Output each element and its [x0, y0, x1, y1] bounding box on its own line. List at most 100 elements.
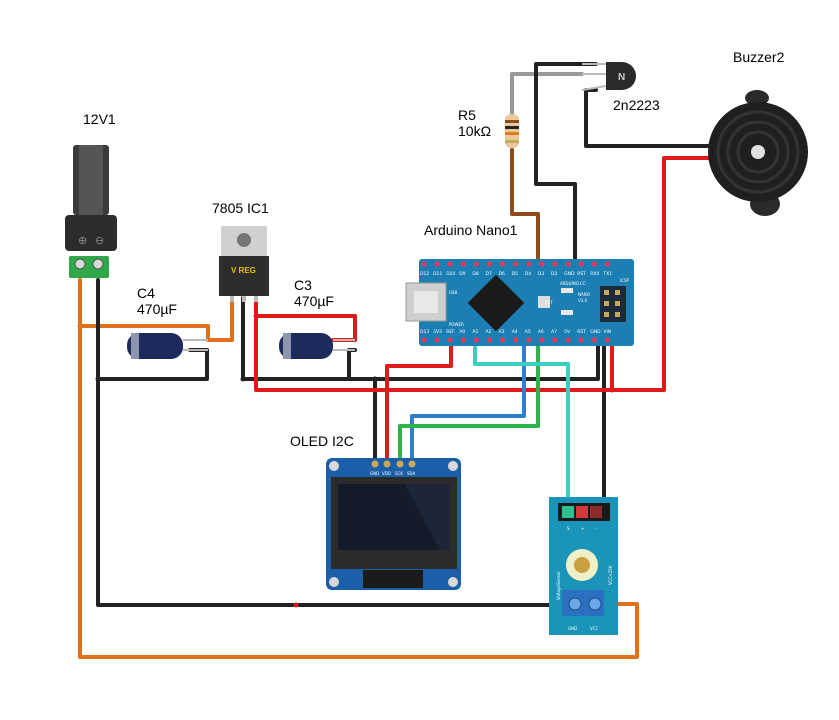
- nano-top-pin-label: RST: [577, 271, 586, 277]
- wires: [78, 62, 714, 659]
- nano-bottom-pin-label: A0: [459, 329, 465, 335]
- nano-top-pin-rst: [578, 261, 584, 267]
- nano-bottom-pin-label: A6: [538, 329, 544, 335]
- nano-bottom-pin-a0: [460, 337, 466, 343]
- sensor-terminal-vcc: VCC: [590, 626, 599, 631]
- oled-pin-vdd: VDD: [382, 471, 391, 476]
- dc-jack-plus-icon: ⊕: [78, 235, 87, 247]
- nano-bottom-pin-a6: [539, 337, 545, 343]
- regulator-7805: 7805 IC1 V REG: [212, 200, 269, 302]
- board-text-icsp: ICSP: [620, 278, 630, 283]
- wire-black-gnd-main: [96, 278, 577, 607]
- nano-top-pin-tx1: [604, 261, 611, 267]
- c4-ref-label: C4: [137, 285, 155, 301]
- nano-bottom-pin-a3: [500, 337, 506, 343]
- c3-value-label: 470µF: [294, 293, 334, 309]
- nano-top-pin-label: D3: [538, 271, 544, 277]
- arduino-nano: Arduino Nano1 ARDUINO.CC NANO V3.0 ICSP …: [405, 222, 634, 346]
- wire-blue-sck: [410, 338, 526, 466]
- nano-top-pin-d7: [486, 261, 493, 267]
- nano-top-pin-label: D4: [525, 271, 531, 277]
- nano-top-pin-label: D9: [459, 271, 465, 277]
- capacitor-c4: C4 470µF: [127, 285, 208, 359]
- nano-top-pin-d12: [421, 261, 427, 267]
- nano-bottom-pin-a2: [486, 337, 493, 343]
- board-text-rst: RST: [545, 300, 553, 305]
- svg-text:N: N: [618, 72, 625, 83]
- oled-pin-sck: SCK: [395, 471, 403, 476]
- nano-top-pin-d10: [447, 261, 453, 267]
- transistor-2n2223: N 2n2223: [581, 62, 660, 113]
- wire-black-emitter: [534, 62, 598, 264]
- resistor-r5: R5 10kΩ: [458, 107, 519, 148]
- nano-top-pin-d6: [500, 261, 506, 267]
- wire-gray-r5: [510, 72, 584, 120]
- nano-top-pin-label: D7: [486, 271, 492, 277]
- nano-top-pin-d11: [434, 261, 440, 267]
- capacitor-c3: C3 470µF: [279, 277, 355, 359]
- wire-red-bus: [254, 314, 614, 392]
- wire-black-bus: [241, 338, 600, 381]
- wire-cyan-signal: [473, 338, 570, 514]
- wire-black-collector: [584, 88, 714, 148]
- nano-top-pin-label: D10: [446, 271, 455, 277]
- board-text-nano: NANO: [578, 292, 590, 297]
- nano-bottom-pin-d13: [421, 337, 427, 343]
- nano-bottom-pin-label: REF: [446, 329, 455, 335]
- nano-top-pin-label: D11: [433, 271, 442, 277]
- nano-bottom-pin-a4: [513, 337, 519, 343]
- board-text-arduino: ARDUINO.CC: [560, 281, 586, 286]
- sensor-pin-s: S: [567, 526, 570, 531]
- r5-value-label: 10kΩ: [458, 123, 491, 139]
- nano-bottom-pin-label: RST: [577, 329, 586, 335]
- sensor-pin-plus: +: [581, 526, 584, 531]
- buzzer-label: Buzzer2: [733, 49, 785, 65]
- nano-bottom-pin-label: D13: [420, 329, 429, 335]
- nano-top-pin-label: D5: [512, 271, 518, 277]
- dc-jack-label: 12V1: [83, 111, 116, 127]
- sensor-name: VoltageSensor: [556, 571, 561, 600]
- sensor-pin-minus: -: [595, 526, 597, 531]
- transistor-label: 2n2223: [613, 97, 660, 113]
- regulator-label: 7805 IC1: [212, 200, 269, 216]
- wire-junctions: [77, 313, 615, 608]
- nano-top-pin-d4: [526, 261, 532, 267]
- nano-top-pin-d2: [552, 261, 558, 267]
- nano-bottom-pin-label: A5: [525, 329, 531, 335]
- wire-brown-d4: [510, 148, 540, 264]
- nano-top-pin-label: D6: [499, 271, 505, 277]
- dc-jack-minus-icon: ⊖: [95, 235, 104, 247]
- nano-top-pin-gnd: [565, 261, 571, 267]
- nano-bottom-pin-label: VIN: [603, 329, 611, 335]
- nano-bottom-pin-label: A7: [551, 329, 557, 335]
- nano-top-pin-d9: [460, 261, 466, 267]
- c4-value-label: 470µF: [137, 301, 177, 317]
- arduino-label: Arduino Nano1: [424, 222, 518, 238]
- nano-top-pin-d3: [539, 261, 545, 267]
- nano-top-pin-label: D8: [472, 271, 478, 277]
- board-text-version: V3.0: [578, 298, 588, 303]
- nano-bottom-pin-label: A4: [512, 329, 518, 335]
- nano-bottom-pin-a7: [552, 337, 558, 343]
- nano-top-pin-label: D2: [551, 271, 557, 277]
- oled-pin-sda: SDA: [407, 471, 416, 476]
- nano-bottom-pin-label: 5V: [564, 329, 571, 335]
- wire-red-buzzer: [610, 156, 714, 392]
- oled-pin-gnd: GND: [370, 471, 379, 476]
- nano-bottom-pin-vin: [604, 337, 611, 343]
- nano-bottom-pin-rst: [578, 337, 584, 343]
- oled-display: OLED I2C GND VDD SCK SDA: [290, 433, 461, 590]
- oled-label: OLED I2C: [290, 433, 354, 449]
- nano-bottom-pin-label: 3V3: [433, 329, 442, 335]
- wire-orange-vin: [78, 278, 639, 659]
- board-text-power: POWER: [449, 322, 464, 327]
- nano-bottom-pin-label: A1: [472, 329, 478, 335]
- nano-bottom-pin-label: A3: [499, 329, 505, 335]
- nano-top-pin-d8: [473, 261, 479, 267]
- regulator-marking: V REG: [231, 266, 256, 275]
- board-text-usb: USB: [449, 290, 457, 295]
- nano-bottom-pin-5v: [565, 337, 571, 343]
